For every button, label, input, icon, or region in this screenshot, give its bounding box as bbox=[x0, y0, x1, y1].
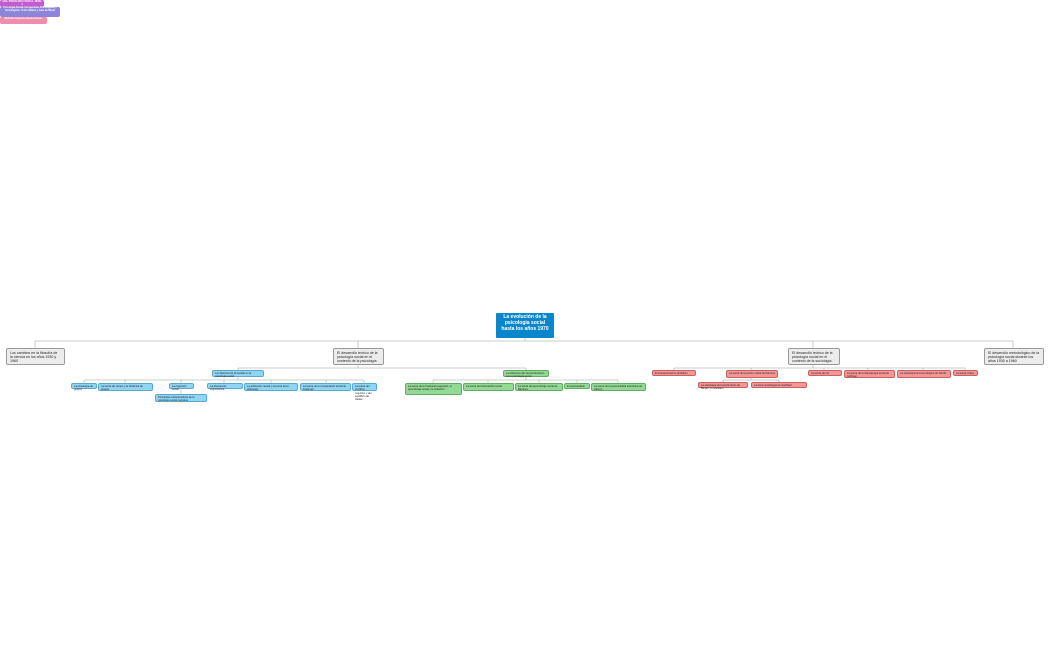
blue-child-3a[interactable]: Principales características de la psicol… bbox=[155, 394, 207, 402]
branch-methodology[interactable]: El desarrollo metodológico de la psicolo… bbox=[984, 348, 1044, 365]
red-child-2[interactable]: La teoría de la acción social de Parsons bbox=[726, 370, 778, 378]
branch-theory-psychology[interactable]: El desarrollo teórico de la psicología s… bbox=[333, 348, 384, 365]
book-reference-tag[interactable]: Psicología Social: Perspectivas Psicológ… bbox=[0, 7, 60, 18]
red-child-2b[interactable]: La etnometodología de Garfinkel bbox=[751, 382, 807, 388]
red-child-1[interactable]: El interaccionismo simbólico bbox=[652, 370, 696, 376]
red-child-3[interactable]: La teoría del rol bbox=[808, 370, 842, 376]
neobehaviorism-influence-node[interactable]: La influencia del neoconductismo en la p… bbox=[503, 370, 549, 378]
blue-child-6[interactable]: La teoría de la comparación social de Fe… bbox=[300, 383, 351, 391]
green-child-3[interactable]: La teoría del aprendizaje social de Band… bbox=[515, 383, 563, 391]
gestalt-influence-node[interactable]: La influencia de la Gestalt en la psicol… bbox=[212, 370, 264, 378]
red-child-2a[interactable]: La sociología del conocimiento de Berger… bbox=[698, 382, 748, 390]
green-child-2[interactable]: La teoría del intercambio social bbox=[463, 383, 514, 391]
branch-philosophy-of-science[interactable]: Los cambios en la filosofía de la cienci… bbox=[6, 348, 65, 365]
branch-theory-sociology[interactable]: El desarrollo teórico de la psicología s… bbox=[788, 348, 840, 365]
blue-child-2[interactable]: La teoría de campo y la dinámica de grup… bbox=[98, 383, 153, 391]
red-child-4[interactable]: La teoría de la dramaturgia social de Go… bbox=[844, 370, 895, 378]
blue-child-5[interactable]: La atribución causal y la teoría de la a… bbox=[244, 383, 298, 391]
green-child-5[interactable]: La teoría de la personalidad autoritaria… bbox=[591, 383, 646, 391]
author-tag[interactable]: Michelle Alejandra Rueda Chavez bbox=[0, 17, 47, 24]
blue-child-4[interactable]: La disonancia cognoscitiva bbox=[207, 383, 243, 391]
red-child-6[interactable]: La teoría crítica bbox=[953, 370, 978, 376]
blue-child-3[interactable]: La cognición social bbox=[169, 383, 194, 391]
course-tag[interactable]: ADA. PSICOLOGÍA SOCIAL. NIVEL 1 bbox=[0, 0, 44, 7]
green-child-1[interactable]: La teoría de la frustración-agresión, el… bbox=[405, 383, 462, 395]
blue-child-7[interactable]: La teoría del conflicto cognitivo y del … bbox=[352, 383, 377, 401]
root-topic[interactable]: La evolución de la psicología social has… bbox=[496, 313, 554, 338]
blue-child-1[interactable]: La psicología de grupos bbox=[71, 383, 97, 391]
red-child-5[interactable]: La sociología fenomenológica de Schütz bbox=[897, 370, 951, 378]
green-child-4[interactable]: El psicoanálisis bbox=[564, 383, 590, 389]
